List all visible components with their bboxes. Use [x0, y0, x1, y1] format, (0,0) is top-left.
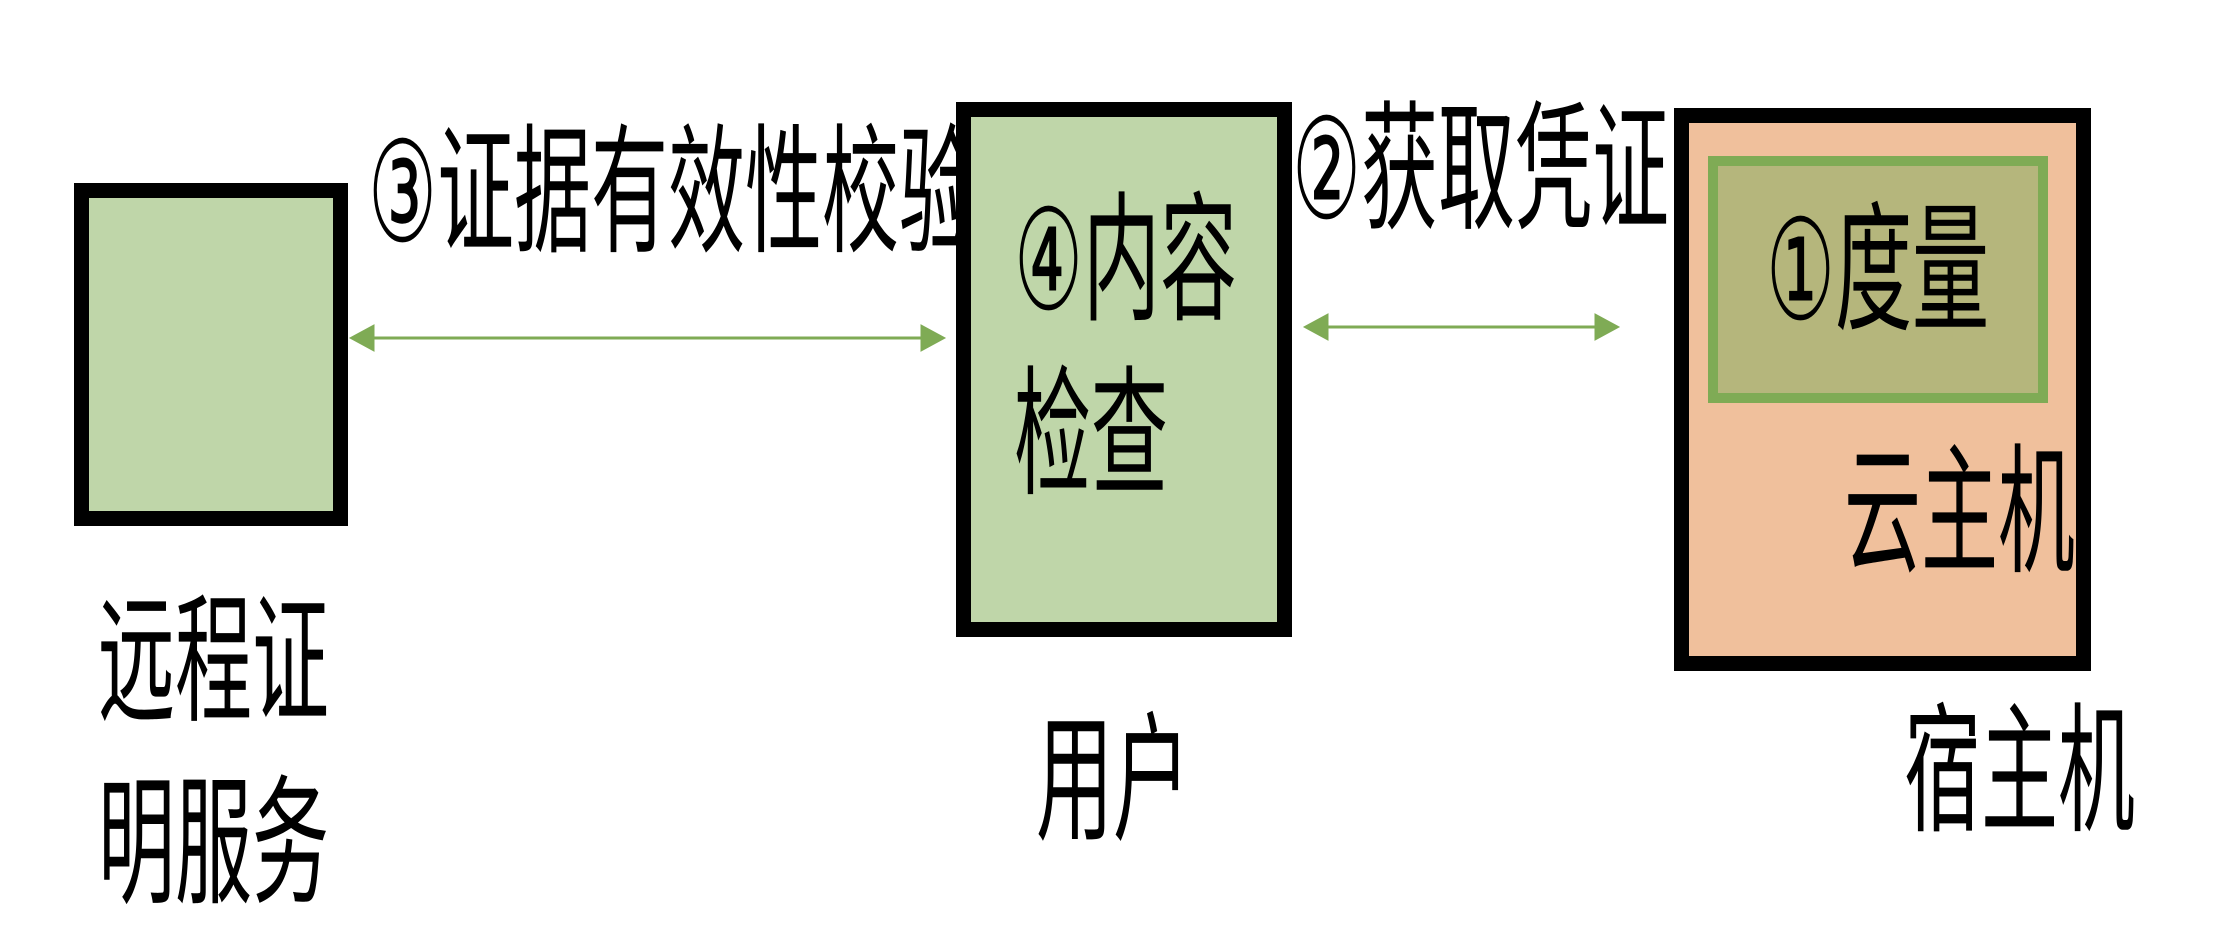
arrowhead-right [1594, 313, 1621, 341]
attestation-service-label-2: 明服务 [98, 763, 330, 926]
arrowhead-right [920, 324, 947, 352]
content-check-label-1: ④内容 [1014, 180, 1238, 343]
verify-evidence-label: ③证据有效性校验 [368, 112, 977, 275]
arrowhead-left [1302, 313, 1329, 341]
measure-box [1708, 156, 2048, 403]
measure-label: ①度量 [1766, 190, 1990, 353]
host-label: 宿主机 [1904, 691, 2136, 854]
user-label: 用户 [1036, 700, 1191, 863]
vm-label: 云主机 [1844, 432, 2076, 595]
verify-arrow [348, 324, 947, 352]
obtain-arrow [1302, 313, 1621, 341]
arrowhead-left [348, 324, 375, 352]
attestation-service-label-1: 远程证 [98, 581, 330, 744]
obtain-credential-label: ②获取凭证 [1292, 89, 1670, 252]
arrows-layer [348, 313, 1621, 352]
